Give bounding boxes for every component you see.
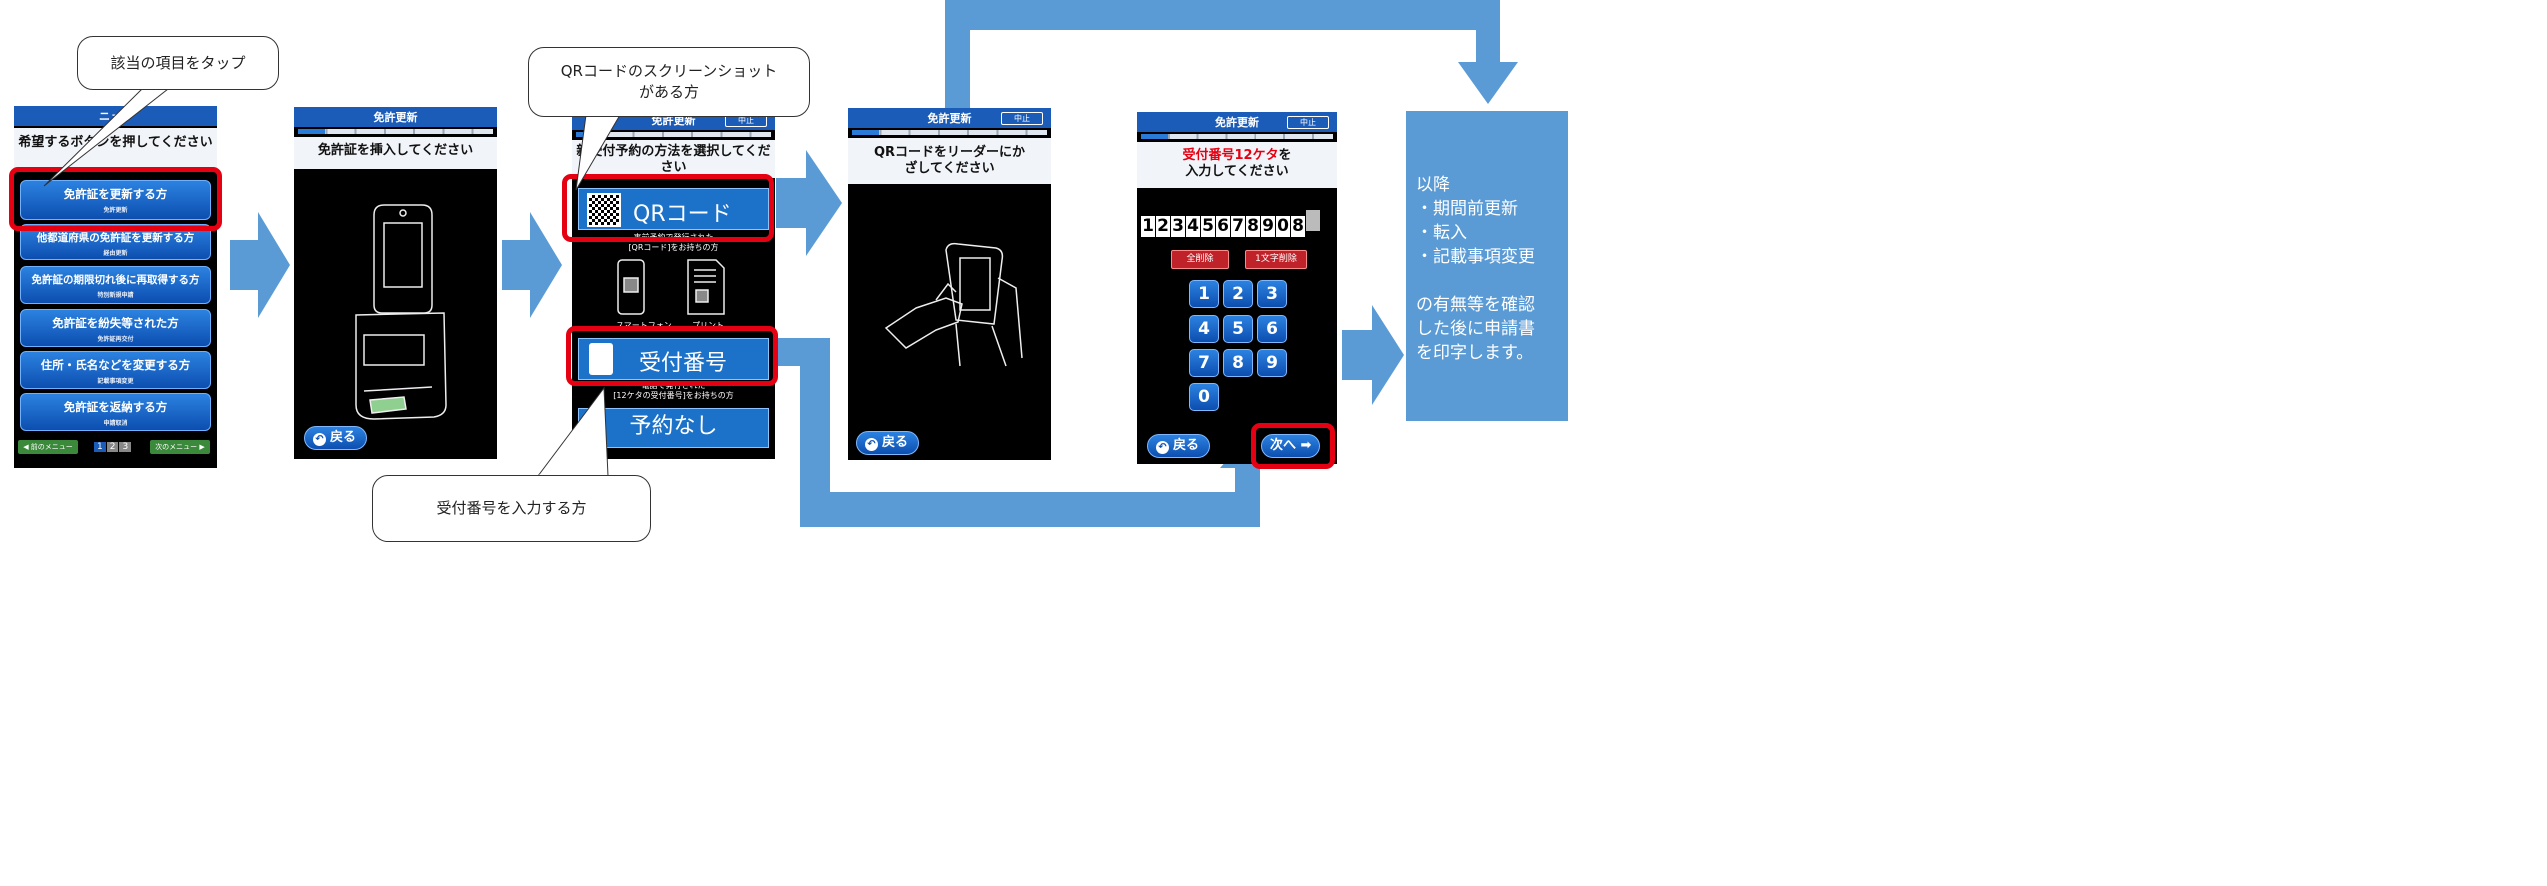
arrow-right-4: [1342, 305, 1404, 405]
highlight-qr: [562, 174, 774, 242]
final-line: の有無等を確認: [1416, 295, 1535, 315]
qr-header: 免許更新中止: [848, 108, 1051, 128]
progress-bar: [852, 130, 1047, 135]
callout-tap-item: 該当の項目をタップ: [77, 36, 279, 90]
menu-item-reacquire[interactable]: 免許証の期限切れ後に再取得する方特別新規申請: [20, 266, 211, 304]
arrow-right-1: [230, 212, 290, 318]
screen-qr-reader: 免許更新中止 QRコードをリーダーにかざしてください ↶戻る: [848, 108, 1051, 460]
flow-arrows: [230, 0, 1518, 527]
qr-code-icon: [587, 193, 621, 227]
progress-bar: [298, 129, 493, 134]
no-reservation-button[interactable]: 予約なし: [578, 408, 769, 448]
qr-code-button[interactable]: QRコード: [578, 188, 769, 230]
key-1[interactable]: 1: [1189, 280, 1219, 308]
method-prompt: 新受付予約の方法を選択してください: [572, 140, 775, 178]
number-header: 免許更新中止: [1137, 112, 1337, 132]
license-reader-illustration: [355, 204, 447, 420]
back-button[interactable]: ↶戻る: [856, 431, 920, 455]
key-0[interactable]: 0: [1189, 383, 1219, 411]
arrow-right-2: [502, 212, 562, 318]
key-6[interactable]: 6: [1257, 315, 1287, 343]
menu-item-lost[interactable]: 免許証を紛失等された方免許証再交付: [20, 309, 211, 347]
qr-holder: [QRコード]をお持ちの方: [628, 243, 719, 252]
smartphone-label: スマートフォン: [616, 321, 672, 330]
screen-reservation-method: 免許更新中止 新受付予約の方法を選択してください QRコード 事前予約で発行され…: [572, 110, 775, 459]
key-4[interactable]: 4: [1189, 315, 1219, 343]
highlight-number: [566, 326, 778, 386]
final-line: した後に申請書: [1416, 319, 1535, 339]
final-intro: 以降: [1416, 175, 1450, 195]
key-9[interactable]: 9: [1257, 349, 1287, 377]
callout-tail-3: [537, 386, 609, 478]
number-holder: [12ケタの受付番号]をお持ちの方: [613, 391, 734, 400]
callout-qr-screenshot: QRコードのスクリーンショットがある方: [528, 47, 810, 117]
print-label: プリント: [692, 321, 724, 330]
smartphone-and-print-icons: [617, 259, 725, 315]
prev-menu-button[interactable]: ◀ 前のメニュー: [18, 440, 78, 454]
back-icon: ↶: [865, 438, 878, 451]
arrow-right-3: [776, 150, 842, 256]
back-icon: ↶: [313, 433, 326, 446]
back-button[interactable]: ↶戻る: [1147, 434, 1211, 458]
back-button[interactable]: ↶戻る: [304, 426, 368, 450]
qr-instruction: QRコードをリーダーにかざしてください: [848, 138, 1051, 184]
clear-all-button[interactable]: 全削除: [1171, 250, 1229, 269]
key-8[interactable]: 8: [1223, 349, 1253, 377]
highlight-next: [1251, 423, 1335, 469]
menu-item-return[interactable]: 免許証を返納する方申請取消: [20, 393, 211, 431]
highlight-renewal: [9, 167, 222, 231]
key-5[interactable]: 5: [1223, 315, 1253, 343]
callout-enter-number: 受付番号を入力する方: [372, 475, 651, 542]
progress-bar: [1141, 134, 1333, 139]
number-instruction: 受付番号12ケタを入力してください: [1137, 142, 1337, 188]
screen-insert-license: 免許更新 免許証を挿入してください ↶戻る: [294, 107, 497, 459]
next-button[interactable]: 次へ ➡: [1261, 434, 1321, 458]
key-2[interactable]: 2: [1223, 280, 1253, 308]
final-line: を印字します。: [1416, 343, 1534, 363]
phone-icon: [589, 343, 613, 375]
key-3[interactable]: 3: [1257, 280, 1287, 308]
reception-number-button[interactable]: 受付番号: [578, 338, 769, 380]
menu-prompt: 希望するボタンを押してください: [14, 128, 217, 172]
delete-one-button[interactable]: 1文字削除: [1245, 250, 1307, 269]
final-note-box: 以降 ・期間前更新 ・転入 ・記載事項変更 の有無等を確認 した後に申請書 を印…: [1406, 111, 1568, 421]
next-menu-button[interactable]: 次のメニュー ▶: [150, 440, 210, 454]
stop-button[interactable]: 中止: [1287, 116, 1329, 129]
final-item: ・転入: [1416, 223, 1467, 243]
menu-item-change-address[interactable]: 住所・氏名などを変更する方記載事項変更: [20, 351, 211, 389]
insert-instruction: 免許証を挿入してください: [294, 137, 497, 169]
arrow-loop-top: [945, 0, 1518, 108]
menu-item-renewal[interactable]: 免許証を更新する方免許更新: [20, 180, 211, 220]
final-item: ・期間前更新: [1416, 199, 1518, 219]
qr-reader-illustration: [884, 242, 1023, 367]
back-icon: ↶: [1156, 441, 1169, 454]
callout-tail-1: [43, 86, 170, 187]
key-7[interactable]: 7: [1189, 349, 1219, 377]
stop-button[interactable]: 中止: [1001, 112, 1043, 125]
arrow-loop-bottom: [778, 338, 1276, 527]
final-item: ・記載事項変更: [1416, 247, 1535, 267]
insert-header: 免許更新: [294, 107, 497, 127]
